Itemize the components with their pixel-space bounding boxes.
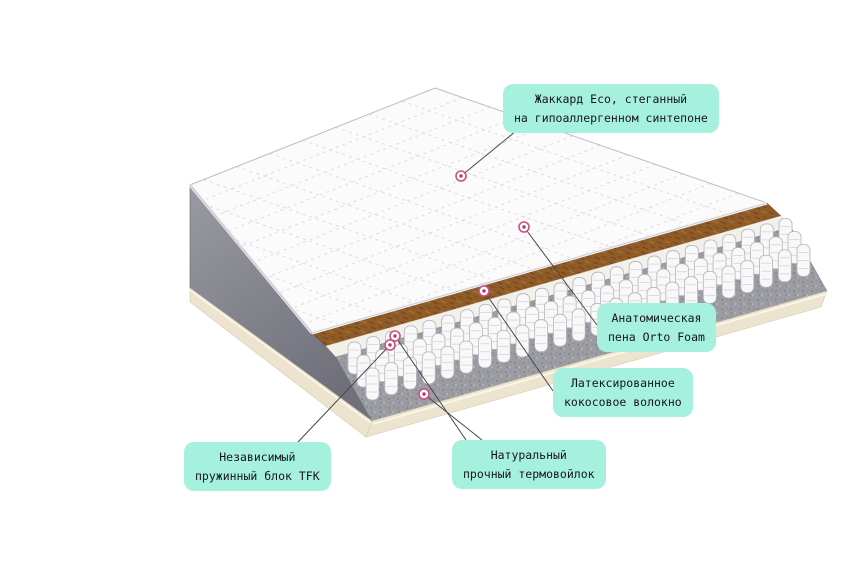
spring-block [347, 218, 811, 401]
callout-jacquard: Жаккард Eco, стеганный на гипоаллергенно… [503, 84, 719, 134]
callout-thermofelt-line2: прочный термовойлок [463, 466, 595, 481]
callout-tfk-springs-line1: Независимый [219, 450, 296, 464]
callout-thermofelt-line1: Натуральный [490, 448, 567, 462]
callout-coconut-line1: Латексированное [570, 376, 675, 390]
callout-tfk-springs: Независимый пружинный блок TFK [184, 442, 331, 492]
callout-orto-foam-line1: Анатомическая [611, 311, 702, 325]
callout-jacquard-line1: Жаккард Eco, стеганный [534, 92, 688, 106]
callout-lines [297, 130, 598, 443]
callout-orto-foam-line2: пена Orto Foam [608, 329, 705, 344]
callout-orto-foam: Анатомическая пена Orto Foam [597, 303, 716, 353]
callout-coconut-line2: кокосовое волокно [564, 394, 682, 409]
callout-thermofelt: Натуральный прочный термовойлок [452, 440, 606, 490]
callout-jacquard-line2: на гипоаллергенном синтепоне [514, 110, 708, 125]
callout-markers [384, 170, 530, 400]
callout-coconut: Латексированное кокосовое волокно [553, 368, 693, 418]
callout-tfk-springs-line2: пружинный блок TFK [195, 468, 320, 483]
